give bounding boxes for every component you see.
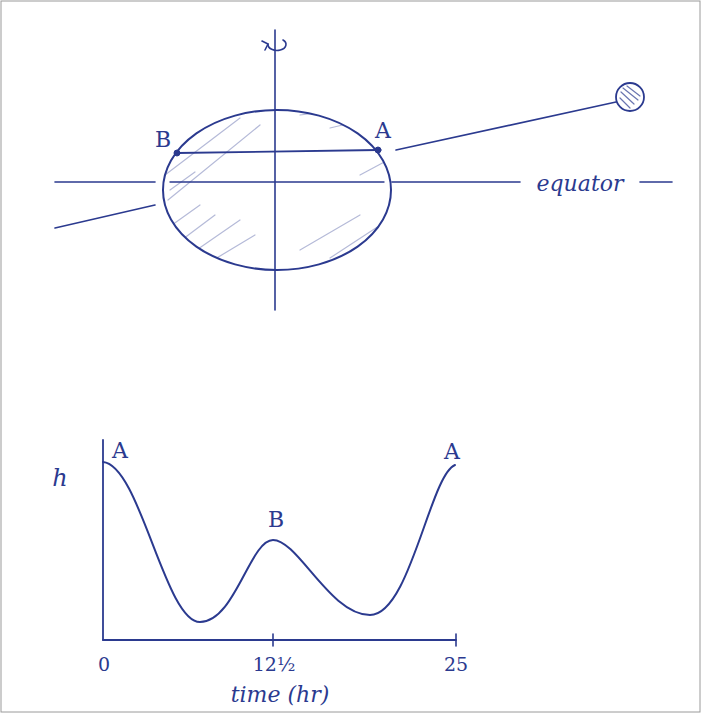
point-label: B xyxy=(155,129,171,151)
point-label: A xyxy=(112,440,128,462)
axis-tick-label: 0 xyxy=(98,655,110,674)
point-label: A xyxy=(444,441,460,463)
point-label: A xyxy=(375,120,391,142)
axis-tick-label: 25 xyxy=(444,655,468,674)
axis-tick-label: 12½ xyxy=(253,655,296,674)
axis-title: h xyxy=(52,466,67,490)
point-label: B xyxy=(268,509,284,531)
axis-title: time (hr) xyxy=(231,684,330,706)
equator-label: equator xyxy=(537,173,624,195)
